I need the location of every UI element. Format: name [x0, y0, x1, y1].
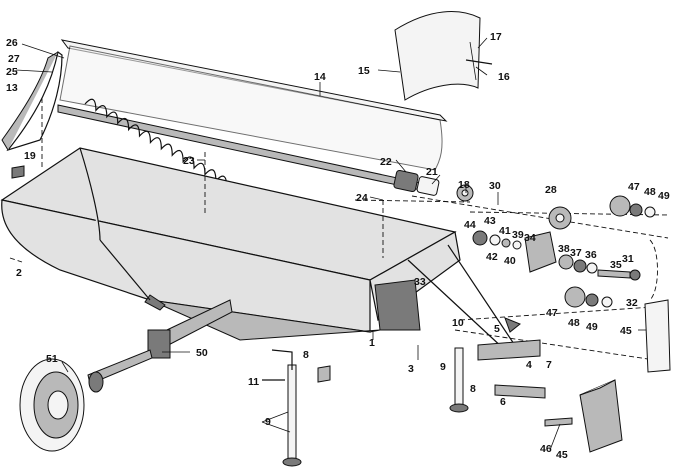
callout-40: 40 [504, 255, 516, 267]
callout-25: 25 [6, 66, 18, 78]
hopper-top-rail [1, 39, 448, 171]
callout-34: 34 [524, 232, 536, 244]
callout-47b: 47 [546, 307, 558, 319]
jack-stands [262, 347, 469, 467]
drive-frame [407, 244, 541, 361]
callout-46: 46 [540, 443, 552, 455]
callout-2: 2 [16, 267, 22, 279]
callout-43: 43 [484, 215, 496, 227]
drive-chains [204, 152, 658, 301]
callout-49a: 49 [658, 190, 670, 202]
hopper-lid [394, 11, 493, 101]
callout-45b: 45 [556, 449, 568, 461]
leader-lines [15, 37, 646, 451]
small-parts [11, 165, 573, 427]
callout-26: 26 [6, 37, 18, 49]
callout-21: 21 [426, 166, 438, 178]
callout-38: 38 [558, 243, 570, 255]
callout-9b: 9 [440, 361, 446, 373]
callout-33: 33 [414, 276, 426, 288]
callout-10: 10 [452, 317, 464, 329]
callout-labels: 1 2 3 4 5 6 7 8 8 9 9 10 11 13 14 15 16 … [6, 31, 670, 461]
callout-47a: 47 [628, 181, 640, 193]
callout-39: 39 [512, 229, 524, 241]
wheel-assembly [19, 349, 153, 452]
callout-31: 31 [622, 253, 634, 265]
callout-1: 1 [369, 337, 375, 349]
callout-11: 11 [248, 376, 259, 388]
callout-50: 50 [196, 347, 208, 359]
callout-22: 22 [380, 156, 392, 168]
callout-17: 17 [490, 31, 502, 43]
callout-32: 32 [626, 297, 638, 309]
alignment-lines [9, 98, 669, 363]
callout-19: 19 [24, 150, 36, 162]
callout-51: 51 [46, 353, 58, 365]
callout-41: 41 [499, 225, 511, 237]
callout-37: 37 [570, 247, 582, 259]
callout-5: 5 [494, 323, 500, 335]
callout-18: 18 [458, 179, 470, 191]
callout-44: 44 [464, 219, 476, 231]
chain-guard [579, 299, 671, 453]
sprocket-assembly [472, 195, 656, 308]
callout-49b: 49 [586, 321, 598, 333]
callout-45a: 45 [620, 325, 632, 337]
tongue-beam [147, 299, 233, 359]
callout-36: 36 [585, 249, 597, 261]
callout-3: 3 [408, 363, 414, 375]
callout-23: 23 [183, 155, 195, 167]
callout-42: 42 [486, 251, 498, 263]
callout-9a: 9 [265, 416, 271, 428]
callout-7: 7 [546, 359, 552, 371]
callout-4: 4 [526, 359, 532, 371]
callout-28: 28 [545, 184, 557, 196]
callout-27: 27 [8, 53, 20, 65]
callout-48a: 48 [644, 186, 656, 198]
callout-14: 14 [314, 71, 326, 83]
callout-30: 30 [489, 180, 501, 192]
callout-8a: 8 [303, 349, 309, 361]
callout-48b: 48 [568, 317, 580, 329]
callout-8b: 8 [470, 383, 476, 395]
callout-16: 16 [498, 71, 510, 83]
callout-13: 13 [6, 82, 18, 94]
callout-15: 15 [358, 65, 370, 77]
hopper-body [0, 147, 461, 341]
callout-6: 6 [500, 396, 506, 408]
callout-24: 24 [356, 192, 368, 204]
callout-35: 35 [610, 259, 622, 271]
